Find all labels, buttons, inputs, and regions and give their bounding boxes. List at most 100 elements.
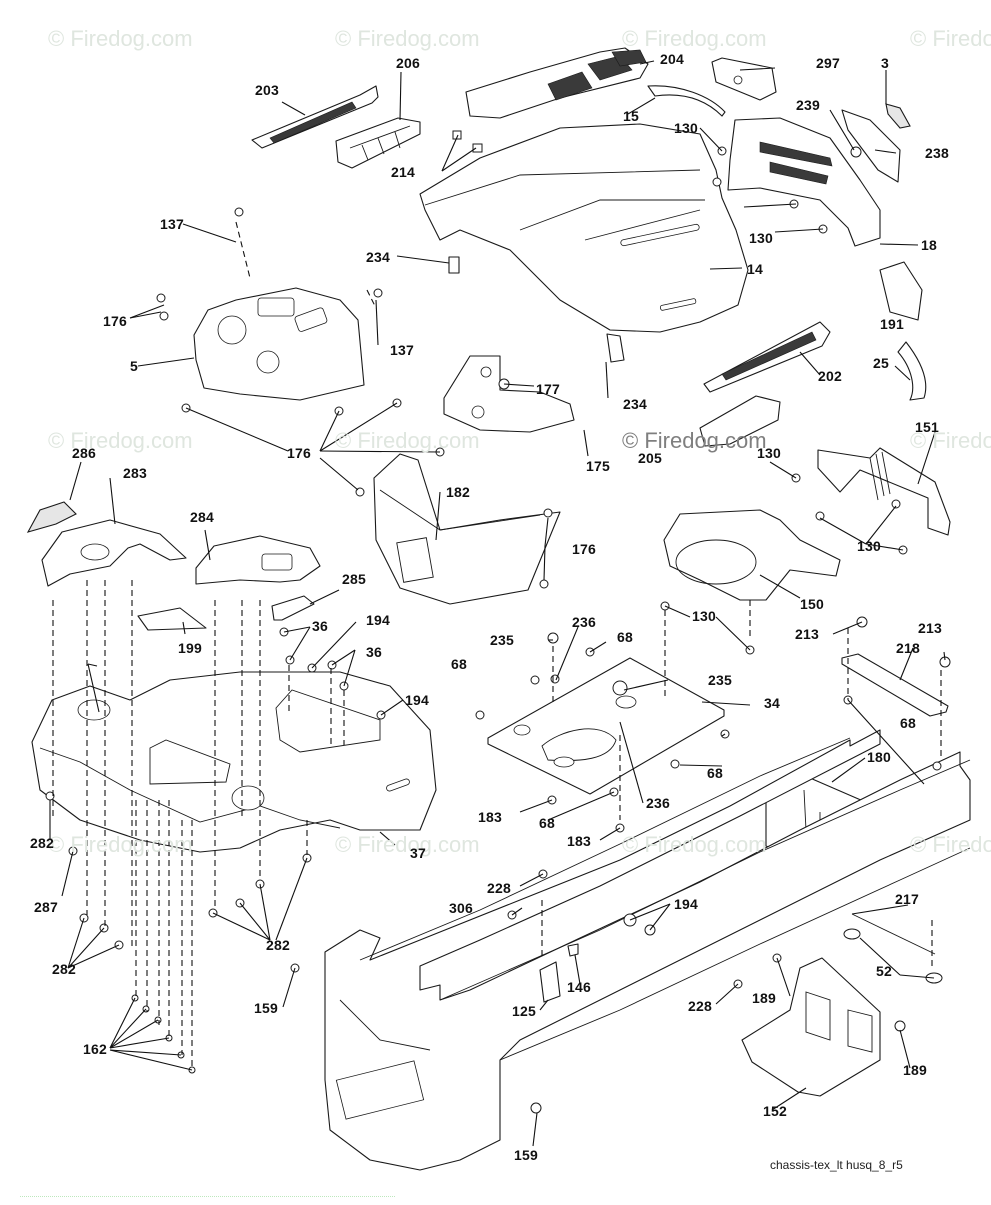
callout-286[interactable]: 286 xyxy=(72,445,96,461)
callout-52[interactable]: 52 xyxy=(876,963,892,979)
callout-236[interactable]: 236 xyxy=(646,795,670,811)
callout-159[interactable]: 159 xyxy=(514,1147,538,1163)
watermark: © Firedog.com xyxy=(910,26,991,51)
callout-287[interactable]: 287 xyxy=(34,899,58,915)
callout-189[interactable]: 189 xyxy=(752,990,776,1006)
callout-130[interactable]: 130 xyxy=(757,445,781,461)
callout-239[interactable]: 239 xyxy=(796,97,820,113)
callout-130[interactable]: 130 xyxy=(674,120,698,136)
callout-137[interactable]: 137 xyxy=(160,216,184,232)
callout-68[interactable]: 68 xyxy=(539,815,555,831)
diagram-caption: chassis-tex_lt husq_8_r5 xyxy=(770,1158,903,1172)
callout-205[interactable]: 205 xyxy=(638,450,662,466)
callout-180[interactable]: 180 xyxy=(867,749,891,765)
part-25-trim xyxy=(897,341,927,401)
callout-228[interactable]: 228 xyxy=(487,880,511,896)
alignment-lines xyxy=(52,221,942,1070)
watermark: © Firedog.com xyxy=(335,428,480,453)
callout-130[interactable]: 130 xyxy=(692,608,716,624)
callout-68[interactable]: 68 xyxy=(451,656,467,672)
callout-176[interactable]: 176 xyxy=(572,541,596,557)
part-151-bracket xyxy=(817,447,951,536)
callout-284[interactable]: 284 xyxy=(190,509,214,525)
callout-194[interactable]: 194 xyxy=(366,612,390,628)
part-chassis-frame xyxy=(324,729,971,1171)
callout-282[interactable]: 282 xyxy=(266,937,290,953)
part-15-trim xyxy=(647,85,726,117)
part-146-clip xyxy=(567,943,579,957)
part-3-emblem xyxy=(885,103,911,129)
callout-282[interactable]: 282 xyxy=(52,961,76,977)
callout-194[interactable]: 194 xyxy=(674,896,698,912)
watermark: © Firedog.com xyxy=(335,832,480,857)
callout-68[interactable]: 68 xyxy=(707,765,723,781)
callout-183[interactable]: 183 xyxy=(567,833,591,849)
callout-189[interactable]: 189 xyxy=(903,1062,927,1078)
callout-194[interactable]: 194 xyxy=(405,692,429,708)
callout-191[interactable]: 191 xyxy=(880,316,904,332)
callout-218[interactable]: 218 xyxy=(896,640,920,656)
callout-177[interactable]: 177 xyxy=(536,381,560,397)
callout-182[interactable]: 182 xyxy=(446,484,470,500)
callout-36[interactable]: 36 xyxy=(366,644,382,660)
callout-234[interactable]: 234 xyxy=(623,396,647,412)
callout-130[interactable]: 130 xyxy=(857,538,881,554)
part-18-hood-nose xyxy=(727,117,881,247)
callout-238[interactable]: 238 xyxy=(925,145,949,161)
callout-213[interactable]: 213 xyxy=(918,620,942,636)
callout-146[interactable]: 146 xyxy=(567,979,591,995)
callout-5[interactable]: 5 xyxy=(130,358,138,374)
callout-151[interactable]: 151 xyxy=(915,419,939,435)
callout-283[interactable]: 283 xyxy=(123,465,147,481)
callout-297[interactable]: 297 xyxy=(816,55,840,71)
callout-159[interactable]: 159 xyxy=(254,1000,278,1016)
callout-183[interactable]: 183 xyxy=(478,809,502,825)
watermark: © Firedog.com xyxy=(622,26,767,51)
callout-235[interactable]: 235 xyxy=(708,672,732,688)
callout-236[interactable]: 236 xyxy=(572,614,596,630)
callout-285[interactable]: 285 xyxy=(342,571,366,587)
callout-176[interactable]: 176 xyxy=(287,445,311,461)
callout-36[interactable]: 36 xyxy=(312,618,328,634)
leader-lines xyxy=(49,60,946,1147)
callout-3[interactable]: 3 xyxy=(881,55,889,71)
callout-202[interactable]: 202 xyxy=(818,368,842,384)
part-202-vent-strip xyxy=(703,321,831,393)
part-191-cap xyxy=(879,261,923,321)
callout-18[interactable]: 18 xyxy=(921,237,937,253)
callout-137[interactable]: 137 xyxy=(390,342,414,358)
callout-150[interactable]: 150 xyxy=(800,596,824,612)
watermark: © Firedog.com xyxy=(622,428,767,453)
callout-14[interactable]: 14 xyxy=(747,261,763,277)
callout-206[interactable]: 206 xyxy=(396,55,420,71)
callout-152[interactable]: 152 xyxy=(763,1103,787,1119)
callout-234[interactable]: 234 xyxy=(366,249,390,265)
callout-306[interactable]: 306 xyxy=(449,900,473,916)
callout-68[interactable]: 68 xyxy=(900,715,916,731)
callout-213[interactable]: 213 xyxy=(795,626,819,642)
callout-130[interactable]: 130 xyxy=(749,230,773,246)
callout-228[interactable]: 228 xyxy=(688,998,712,1014)
callout-25[interactable]: 25 xyxy=(873,355,889,371)
watermark: © Firedog.com xyxy=(48,832,193,857)
callout-235[interactable]: 235 xyxy=(490,632,514,648)
callout-34[interactable]: 34 xyxy=(764,695,780,711)
callout-203[interactable]: 203 xyxy=(255,82,279,98)
callout-125[interactable]: 125 xyxy=(512,1003,536,1019)
part-205-duct xyxy=(699,395,781,447)
callout-204[interactable]: 204 xyxy=(660,51,684,67)
callout-282[interactable]: 282 xyxy=(30,835,54,851)
watermark: © Firedog.com xyxy=(910,832,991,857)
callout-214[interactable]: 214 xyxy=(391,164,415,180)
callout-15[interactable]: 15 xyxy=(623,108,639,124)
part-297-cap xyxy=(711,57,777,101)
callout-176[interactable]: 176 xyxy=(103,313,127,329)
callout-37[interactable]: 37 xyxy=(410,845,426,861)
callout-199[interactable]: 199 xyxy=(178,640,202,656)
callout-175[interactable]: 175 xyxy=(586,458,610,474)
part-214-clips xyxy=(452,130,483,153)
part-218-bar xyxy=(841,653,949,717)
callout-68[interactable]: 68 xyxy=(617,629,633,645)
callout-162[interactable]: 162 xyxy=(83,1041,107,1057)
callout-217[interactable]: 217 xyxy=(895,891,919,907)
